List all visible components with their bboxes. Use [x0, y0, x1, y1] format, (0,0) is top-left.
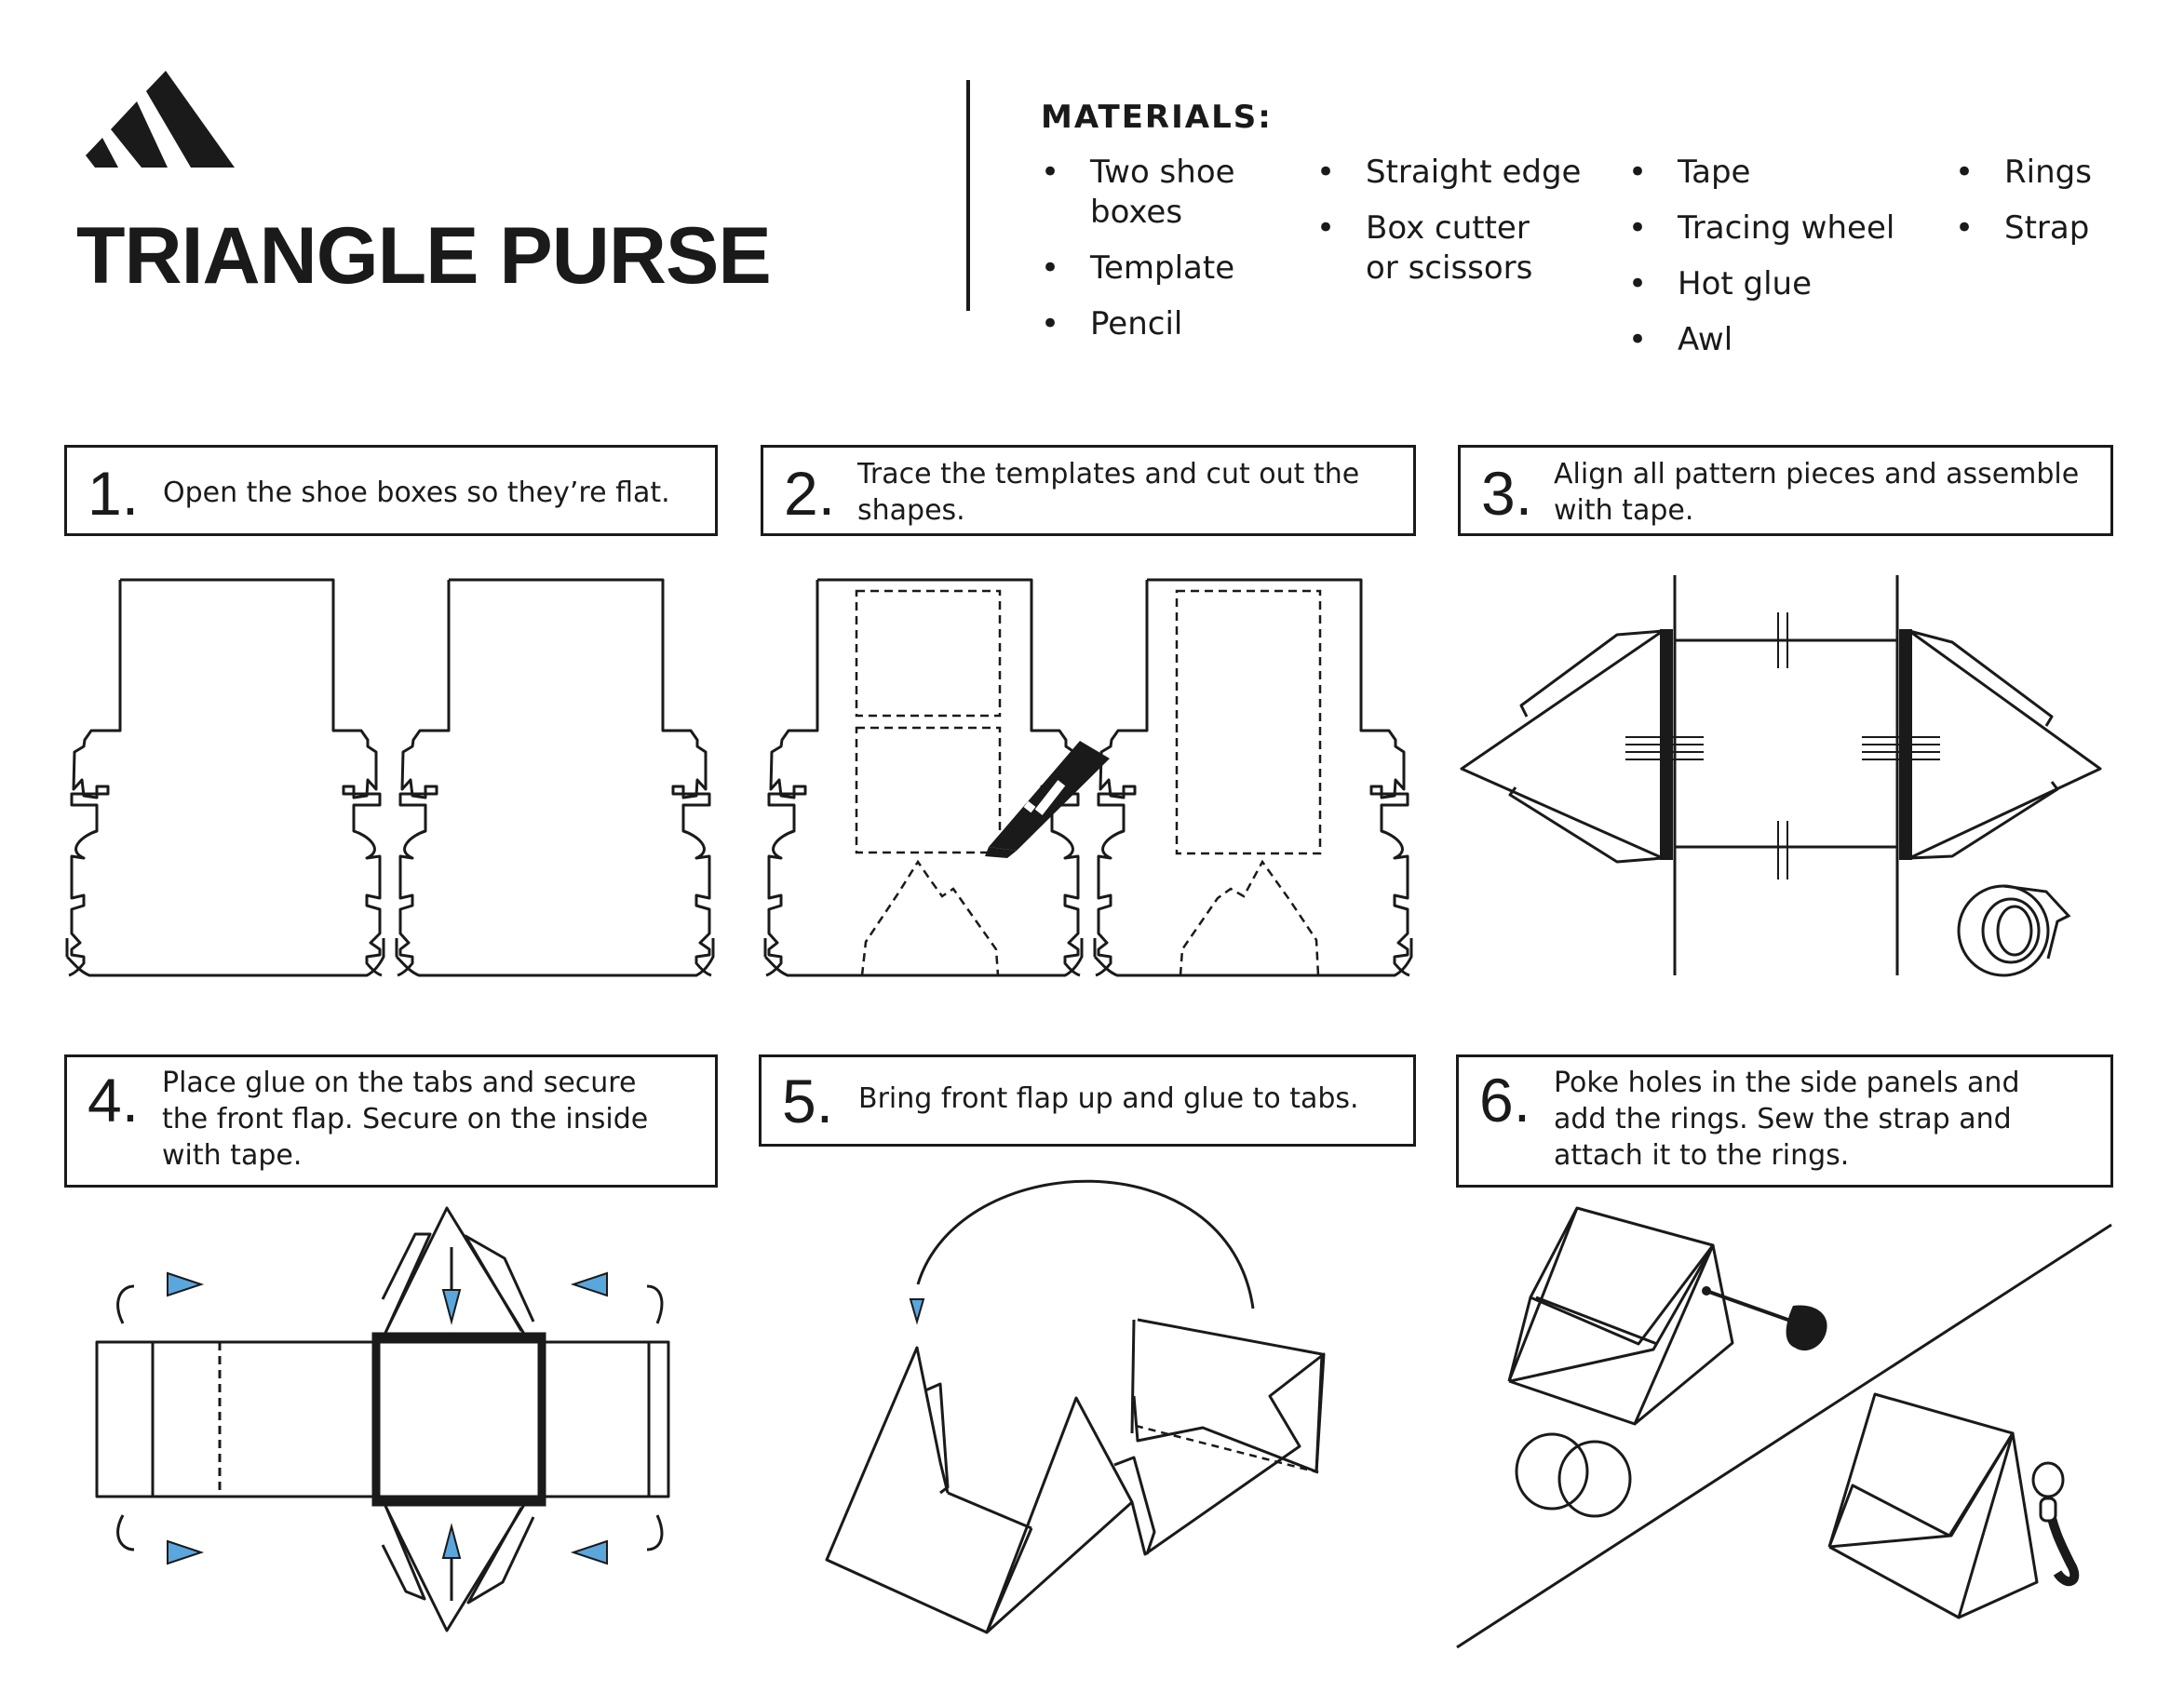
- step-6-box: 6. Poke holes in the side panels and add…: [1456, 1054, 2113, 1188]
- materials-list-col-1: Two shoe boxes Template Pencil: [1041, 153, 1235, 360]
- step-3-box: 3. Align all pattern pieces and assemble…: [1458, 445, 2113, 536]
- step-number: 3.: [1481, 459, 1533, 528]
- blue-arrow-icon: [909, 1298, 925, 1325]
- tape-roll-icon: [1957, 884, 2071, 977]
- glue-tabs-illustration: [95, 1206, 670, 1632]
- material-item: Hot glue: [1628, 264, 1894, 304]
- material-item: Strap: [1955, 208, 2092, 248]
- materials-heading: MATERIALS:: [1041, 99, 1273, 136]
- material-item: Tape: [1628, 153, 1894, 193]
- step-2-box: 2. Trace the templates and cut out the s…: [761, 445, 1416, 536]
- adidas-logo-icon: [86, 71, 235, 168]
- material-item: Template: [1041, 248, 1235, 289]
- material-item: Two shoe boxes: [1041, 153, 1235, 233]
- blue-arrow-icon: [167, 1271, 608, 1565]
- fold-front-flap-illustration: [825, 1179, 1326, 1634]
- step-1-box: 1. Open the shoe boxes so they’re flat.: [64, 445, 718, 536]
- materials-list-col-3: Tape Tracing wheel Hot glue Awl: [1628, 153, 1894, 376]
- material-item: Rings: [1955, 153, 2092, 193]
- material-item: Awl: [1628, 320, 1894, 360]
- step-instruction: Trace the templates and cut out the shap…: [857, 458, 1360, 527]
- step-4-box: 4. Place glue on the tabs and secure the…: [64, 1054, 718, 1188]
- awl-icon: [1702, 1286, 1827, 1351]
- step-number: 4.: [88, 1066, 140, 1135]
- step-number: 1.: [88, 459, 140, 528]
- page-title: TRIANGLE PURSE: [76, 211, 772, 301]
- step-instruction: Place glue on the tabs and secure the fr…: [162, 1067, 649, 1172]
- step-instruction: Align all pattern pieces and assemble wi…: [1554, 458, 2080, 527]
- assembled-pattern-illustration: [1460, 575, 2102, 975]
- material-item: Pencil: [1041, 304, 1235, 344]
- material-item: Tracing wheel: [1628, 208, 1894, 248]
- step-number: 6.: [1479, 1066, 1531, 1135]
- material-item: Box cutter or scissors: [1316, 208, 1581, 289]
- step-number: 5.: [782, 1067, 834, 1135]
- materials-list-col-4: Rings Strap: [1955, 153, 2092, 264]
- material-item: Straight edge: [1316, 153, 1581, 193]
- strap-icon: [2039, 1497, 2080, 1587]
- materials-list-col-2: Straight edge Box cutter or scissors: [1316, 153, 1581, 304]
- rings-and-strap-illustration: [1456, 1206, 2112, 1649]
- step-instruction: Bring front flap up and glue to tabs.: [858, 1082, 1359, 1115]
- header-divider: [966, 80, 970, 311]
- step-instruction: Poke holes in the side panels and add th…: [1554, 1067, 2020, 1172]
- box-cutter-icon: [985, 741, 1110, 858]
- step-number: 2.: [784, 459, 836, 528]
- flat-shoe-box-illustration: [65, 578, 715, 977]
- step-5-box: 5. Bring front flap up and glue to tabs.: [759, 1054, 1416, 1147]
- step-instruction: Open the shoe boxes so they’re flat.: [163, 477, 670, 509]
